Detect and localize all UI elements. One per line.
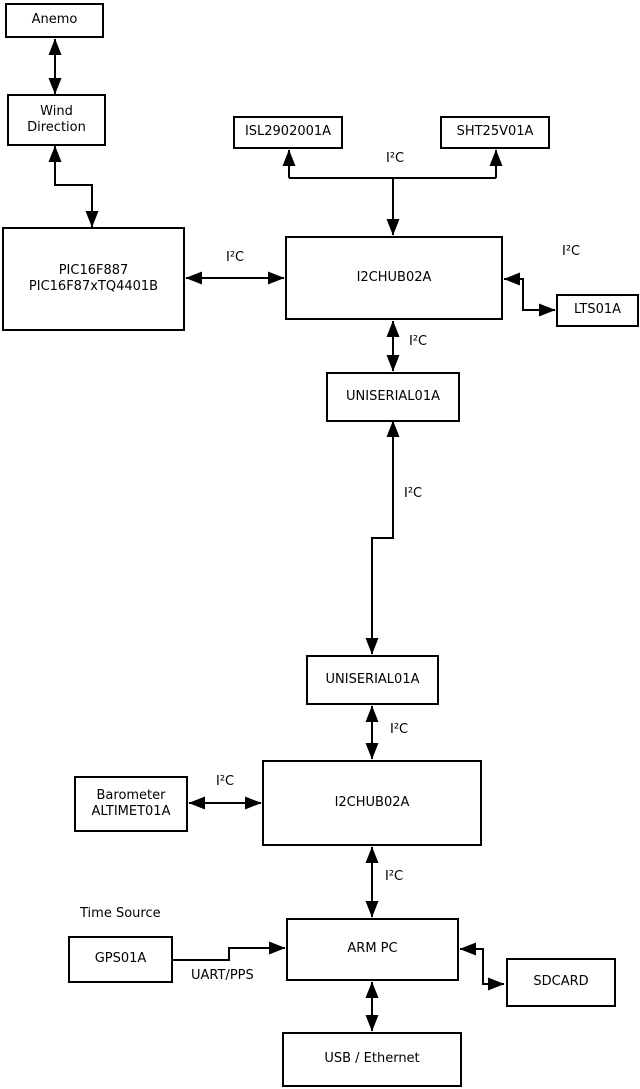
node-sht25v01a: SHT25V01A: [440, 116, 550, 149]
node-uniserial-top: UNISERIAL01A: [326, 372, 460, 422]
edge-wind-pic: [48, 145, 99, 228]
node-uniserial-bottom-label: UNISERIAL01A: [325, 671, 420, 687]
node-lts01a-label: LTS01A: [573, 302, 622, 318]
node-sdcard: SDCARD: [506, 958, 616, 1007]
edge-label-i2c-pic: I²C: [226, 250, 245, 265]
node-i2chub-top: I2CHUB02A: [285, 236, 503, 320]
node-pic: PIC16F887 PIC16F87xTQ4401B: [2, 227, 185, 331]
edge-label-time-source: Time Source: [80, 906, 161, 921]
node-i2chub-bottom-label: I2CHUB02A: [334, 794, 410, 810]
node-i2chub-top-label: I2CHUB02A: [356, 269, 432, 285]
node-usb-ethernet: USB / Ethernet: [282, 1032, 462, 1087]
node-arm-pc-label: ARM PC: [347, 941, 398, 957]
node-wind-direction: Wind Direction: [7, 94, 106, 146]
node-sdcard-label: SDCARD: [533, 974, 589, 990]
node-anemo-label: Anemo: [31, 12, 78, 28]
node-i2chub-bottom: I2CHUB02A: [262, 760, 482, 846]
node-lts01a: LTS01A: [556, 294, 639, 327]
edge-label-i2c-sensors: I²C: [386, 151, 405, 166]
edge-label-uart-pps: UART/PPS: [191, 968, 254, 983]
edge-uniserial1-uniserial2: [365, 420, 400, 655]
edge-label-i2c-lts: I²C: [562, 244, 581, 259]
node-barometer-label: Barometer ALTIMET01A: [91, 787, 171, 819]
edge-label-i2c-barometer: I²C: [216, 774, 235, 789]
node-uniserial-top-label: UNISERIAL01A: [346, 388, 440, 404]
node-uniserial-bottom: UNISERIAL01A: [306, 655, 439, 705]
node-isl2902001a: ISL2902001A: [233, 116, 343, 149]
node-sht25v01a-label: SHT25V01A: [456, 124, 534, 140]
node-arm-pc: ARM PC: [286, 918, 459, 981]
node-anemo: Anemo: [5, 3, 104, 38]
edge-gps-armpc: [173, 941, 286, 961]
node-pic-label: PIC16F887 PIC16F87xTQ4401B: [28, 262, 159, 294]
edge-label-i2c-long-link: I²C: [404, 486, 423, 501]
edge-hub1-lts: [503, 272, 556, 317]
node-usb-ethernet-label: USB / Ethernet: [324, 1051, 420, 1067]
node-wind-direction-label: Wind Direction: [27, 103, 86, 135]
edge-label-i2c-uniserial-hub: I²C: [390, 722, 409, 737]
edge-armpc-sdcard: [459, 942, 505, 991]
edge-label-i2c-hub-uniserial: I²C: [409, 334, 428, 349]
node-barometer: Barometer ALTIMET01A: [74, 776, 188, 832]
node-isl2902001a-label: ISL2902001A: [244, 124, 332, 140]
node-gps01a-label: GPS01A: [94, 951, 147, 967]
edge-label-i2c-arm: I²C: [385, 869, 404, 884]
node-gps01a: GPS01A: [68, 936, 173, 983]
